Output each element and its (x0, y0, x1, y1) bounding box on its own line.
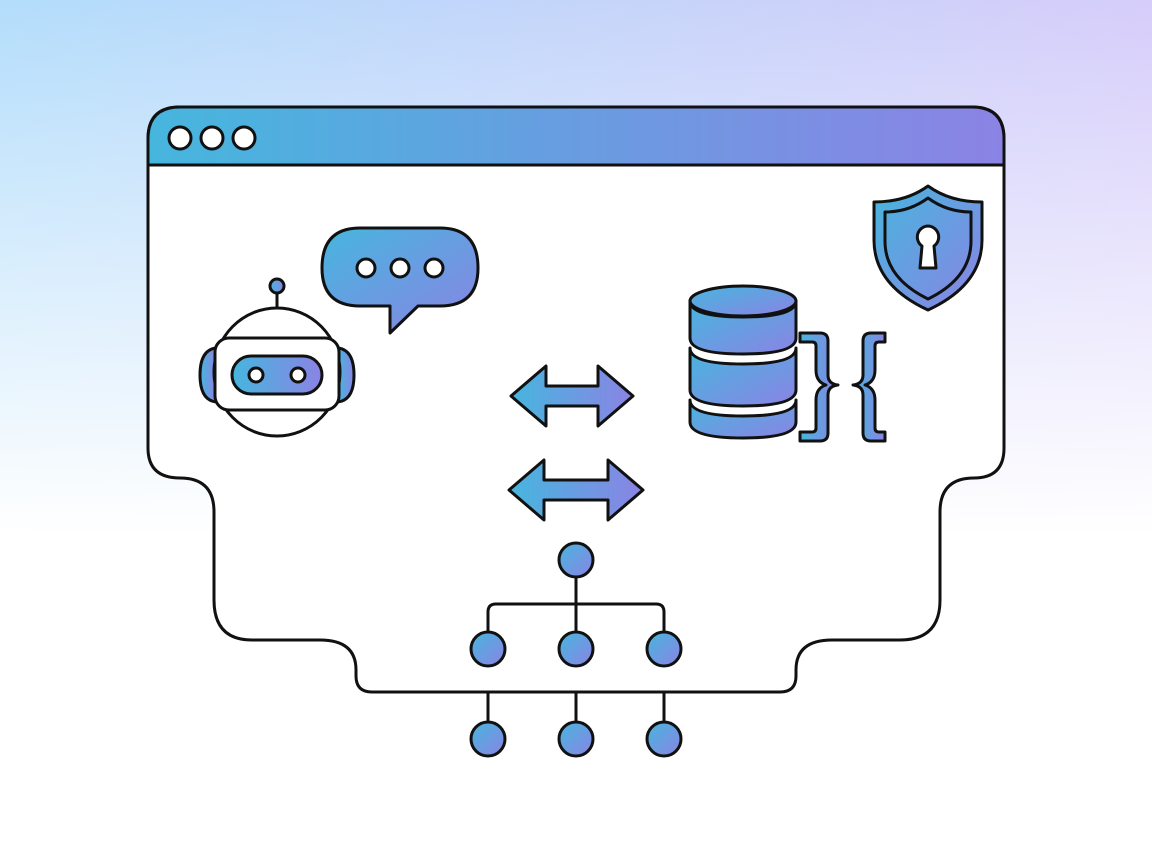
robot-visor (230, 354, 324, 396)
double-arrow-icon (509, 364, 635, 428)
chat-dot (355, 257, 377, 279)
robot-eye (247, 366, 265, 384)
robot-eye (289, 366, 307, 384)
database-lid (688, 284, 798, 318)
double-arrow-icon (507, 458, 645, 522)
database-middle-disk (688, 346, 798, 408)
window-dot-icon (167, 125, 193, 151)
database-icon (688, 284, 798, 440)
window-dot-icon (199, 125, 225, 151)
window-dot-icon (231, 125, 257, 151)
shield-inner-outline (883, 196, 973, 301)
chat-dot (423, 257, 445, 279)
robot-right-ear (336, 346, 356, 404)
curly-braces-icon (798, 331, 887, 443)
hierarchy-tree-icon (469, 541, 683, 758)
tree-node-root (557, 541, 595, 579)
robot-left-ear (198, 346, 218, 404)
keyhole-icon (915, 224, 941, 270)
tree-node-middle (645, 630, 683, 668)
tree-node-leaf (469, 720, 507, 758)
chat-bubble-icon (320, 226, 480, 335)
robot-antenna-tip (268, 277, 286, 295)
tree-node-leaf (557, 720, 595, 758)
robot-icon (198, 277, 356, 438)
chat-dot (389, 257, 411, 279)
tree-node-middle (557, 630, 595, 668)
shield-lock-icon (872, 184, 984, 312)
tree-node-middle (469, 630, 507, 668)
window-title-bar (146, 105, 1006, 167)
database-bottom-disk (688, 398, 798, 440)
tree-connector (486, 690, 666, 725)
tree-connector (486, 602, 666, 635)
tree-node-leaf (645, 720, 683, 758)
